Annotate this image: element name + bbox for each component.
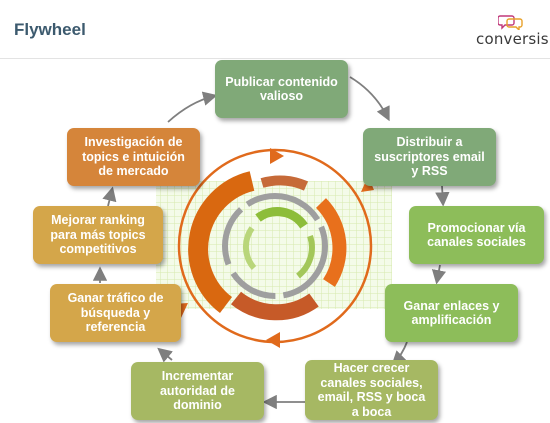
arrow-3 [431,264,447,285]
step-label: Ganar enlaces y amplificación [403,298,500,328]
step-incrementar: Incrementar autoridad de dominio [131,362,264,420]
arrow-1 [349,76,390,122]
step-label: Incrementar autoridad de dominio [159,369,235,413]
step-mejorar: Mejorar ranking para más topics competit… [33,206,163,264]
arrow-9 [167,91,218,123]
step-label: Mejorar ranking para más topics competit… [50,213,146,257]
step-promocionar: Promocionar vía canales sociales [409,206,544,264]
ring-arrow-top-icon [270,148,284,164]
conversis-logo: conversis [476,14,549,48]
arrow-8 [102,186,117,207]
step-publicar: Publicar contenido valioso [215,60,348,118]
step-label: Promocionar vía canales sociales [427,220,526,250]
green-arc-right [296,235,315,279]
step-label: Ganar tráfico de búsqueda y referencia [67,291,164,335]
green-arc-left [242,226,257,270]
arrow-6 [157,347,173,363]
header-divider [0,58,550,59]
step-hacer-crecer: Hacer crecer canales sociales, email, RS… [305,360,438,420]
orange-arc-bottom [230,291,319,321]
step-label: Distribuir a suscriptores email y RSS [374,135,485,179]
green-arc-top [255,207,308,229]
orange-arc-top [260,175,309,191]
header: Flywheel conversis [0,0,550,59]
logo-text: conversis [476,30,549,48]
gray-ring [222,193,328,299]
orange-arc-right [315,198,347,287]
step-label: Hacer crecer canales sociales, email, RS… [317,361,426,419]
speech-bubbles-icon [498,15,523,30]
ring-arrow-bottom-icon [266,332,280,348]
orange-arc-left [188,171,255,313]
step-investigacion: Investigación de topics e intuición de m… [67,128,200,186]
step-ganar-trafico: Ganar tráfico de búsqueda y referencia [50,284,181,342]
arrow-2 [435,185,450,207]
step-label: Investigación de topics e intuición de m… [82,135,185,179]
step-label: Publicar contenido valioso [225,74,338,104]
page-title: Flywheel [14,20,86,39]
step-ganar-enlaces: Ganar enlaces y amplificación [385,284,518,342]
step-distribuir: Distribuir a suscriptores email y RSS [363,128,496,186]
